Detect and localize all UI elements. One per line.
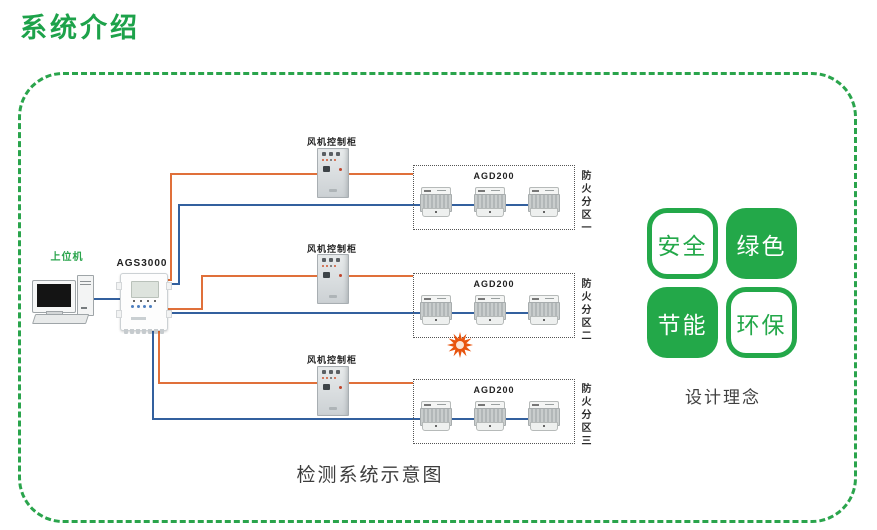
gas-detector — [474, 401, 506, 431]
cabinet-indicators — [322, 152, 340, 156]
host-computer — [32, 274, 96, 326]
host-computer-label: 上位机 — [50, 252, 84, 263]
gas-detector — [474, 295, 506, 325]
cabinet-leds — [322, 159, 336, 161]
mount-tab — [166, 310, 172, 318]
gas-detector — [474, 187, 506, 217]
cabinet-indicators — [322, 370, 340, 374]
controller-terminals — [124, 329, 164, 334]
gas-detector — [528, 187, 560, 217]
fan-cabinet-label: 风机控制柜 — [306, 355, 357, 365]
detector-model-label: AGD200 — [473, 279, 515, 289]
fire-zone-label-1: 防火分区一 — [579, 170, 590, 235]
pc-screen — [37, 284, 71, 307]
mount-tab — [116, 282, 122, 290]
cabinet-display — [323, 166, 330, 172]
gas-detector — [420, 187, 452, 217]
controller-buttons — [131, 305, 152, 308]
mount-tab — [116, 310, 122, 318]
fan-cabinet-3 — [317, 366, 349, 416]
fan-cabinet-2 — [317, 254, 349, 304]
fire-zone-label-2: 防火分区二 — [579, 278, 590, 343]
detector-model-label: AGD200 — [473, 171, 515, 181]
mount-tab — [166, 282, 172, 290]
pc-tower — [77, 275, 94, 316]
controller-logo — [131, 317, 146, 320]
cabinet-indicators — [322, 258, 340, 262]
pc-monitor — [32, 280, 76, 313]
fan-cabinet-label: 风机控制柜 — [306, 137, 357, 147]
cabinet-handle — [329, 189, 337, 192]
controller-label: AGS3000 — [116, 258, 168, 269]
cabinet-handle — [329, 407, 337, 410]
gas-detector — [528, 401, 560, 431]
cabinet-display — [323, 272, 330, 278]
gas-detector — [528, 295, 560, 325]
cabinet-leds — [322, 265, 336, 267]
fire-zone-box-2: AGD200 — [413, 273, 575, 338]
diagram-caption: 检测系统示意图 — [296, 465, 444, 486]
fire-zone-box-3: AGD200 — [413, 379, 575, 444]
page-title: 系统介绍 — [20, 13, 140, 43]
cabinet-handle — [329, 295, 337, 298]
controller-leds — [133, 300, 156, 302]
concept-tile-eco: 环保 — [726, 287, 797, 358]
spark-icon — [447, 332, 473, 358]
pc-keyboard — [32, 314, 90, 324]
cabinet-button — [339, 274, 342, 277]
diagram-dashed-frame — [18, 72, 857, 523]
controller-lcd — [131, 281, 159, 298]
cabinet-button — [339, 168, 342, 171]
fan-cabinet-1 — [317, 148, 349, 198]
cabinet-display — [323, 384, 330, 390]
detector-model-label: AGD200 — [473, 385, 515, 395]
cabinet-button — [339, 386, 342, 389]
fire-zone-label-3: 防火分区三 — [579, 383, 590, 448]
gas-detector — [420, 401, 452, 431]
cabinet-leds — [322, 377, 336, 379]
ags3000-controller — [116, 273, 172, 334]
concept-tile-energy-saving: 节能 — [647, 287, 718, 358]
gas-detector — [420, 295, 452, 325]
fire-zone-box-1: AGD200 — [413, 165, 575, 230]
concept-tile-green: 绿色 — [726, 208, 797, 279]
concept-tile-safety: 安全 — [647, 208, 718, 279]
design-concept-caption: 设计理念 — [685, 388, 761, 407]
